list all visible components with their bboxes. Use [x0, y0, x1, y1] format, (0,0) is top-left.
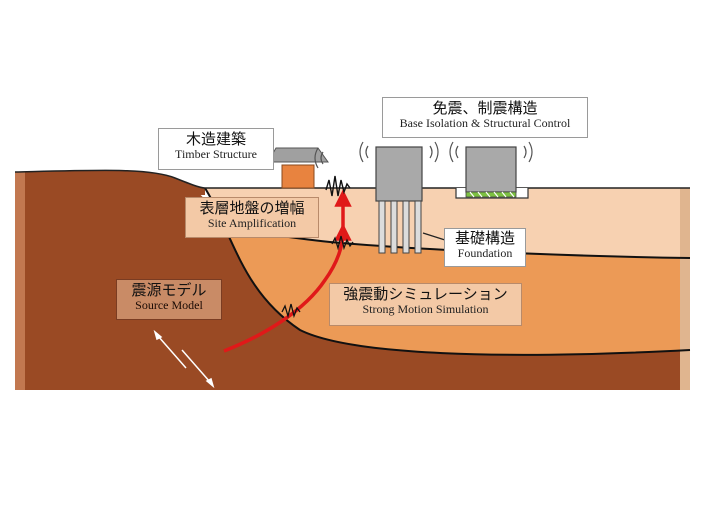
red-arrow-icon: [223, 223, 352, 353]
seismic-wave-icon: [281, 303, 301, 319]
ground-surface-line: [14, 169, 690, 189]
site-amplification-en: Site Amplification: [207, 216, 297, 231]
left-ground-surface: [15, 170, 205, 195]
base-isolation-label: 免震、制震構造 Base Isolation & Structural Cont…: [382, 97, 588, 138]
foundation-leader-line: [422, 232, 446, 241]
strong-motion-jp: 強震動シミュレーション: [343, 285, 508, 303]
timber-house: [267, 147, 329, 189]
double-arrow-fault-icon: [153, 329, 215, 389]
base-isolation-jp: 免震、制震構造: [432, 99, 538, 117]
timber-structure-jp: 木造建築: [185, 130, 246, 148]
surface-layer: [205, 188, 690, 258]
vibration-marks: [314, 141, 533, 169]
isolated-building: [455, 146, 529, 199]
source-model-label: 震源モデル Source Model: [116, 279, 222, 320]
foundation-en: Foundation: [457, 246, 513, 261]
timber-structure-label: 木造建築 Timber Structure: [158, 128, 274, 170]
strong-motion-label: 強震動シミュレーション Strong Motion Simulation: [329, 283, 522, 326]
seismic-wave-icon-mid: [331, 235, 354, 251]
foundation-jp: 基礎構造: [454, 229, 515, 247]
base-isolation-en: Base Isolation & Structural Control: [399, 116, 571, 131]
site-amplification-label: 表層地盤の増幅 Site Amplification: [185, 197, 319, 238]
site-amplification-jp: 表層地盤の増幅: [199, 199, 305, 217]
source-model-en: Source Model: [135, 298, 203, 313]
strong-motion-en: Strong Motion Simulation: [362, 302, 489, 317]
foundation-label: 基礎構造 Foundation: [444, 228, 526, 267]
timber-structure-en: Timber Structure: [175, 147, 257, 162]
seismic-wave-icon-top: [325, 175, 351, 197]
right-edge-strip: [680, 188, 690, 390]
left-edge-strip: [15, 172, 25, 390]
source-model-jp: 震源モデル: [131, 281, 207, 299]
tall-building: [375, 146, 423, 254]
deep-ground-layer: [15, 170, 690, 390]
